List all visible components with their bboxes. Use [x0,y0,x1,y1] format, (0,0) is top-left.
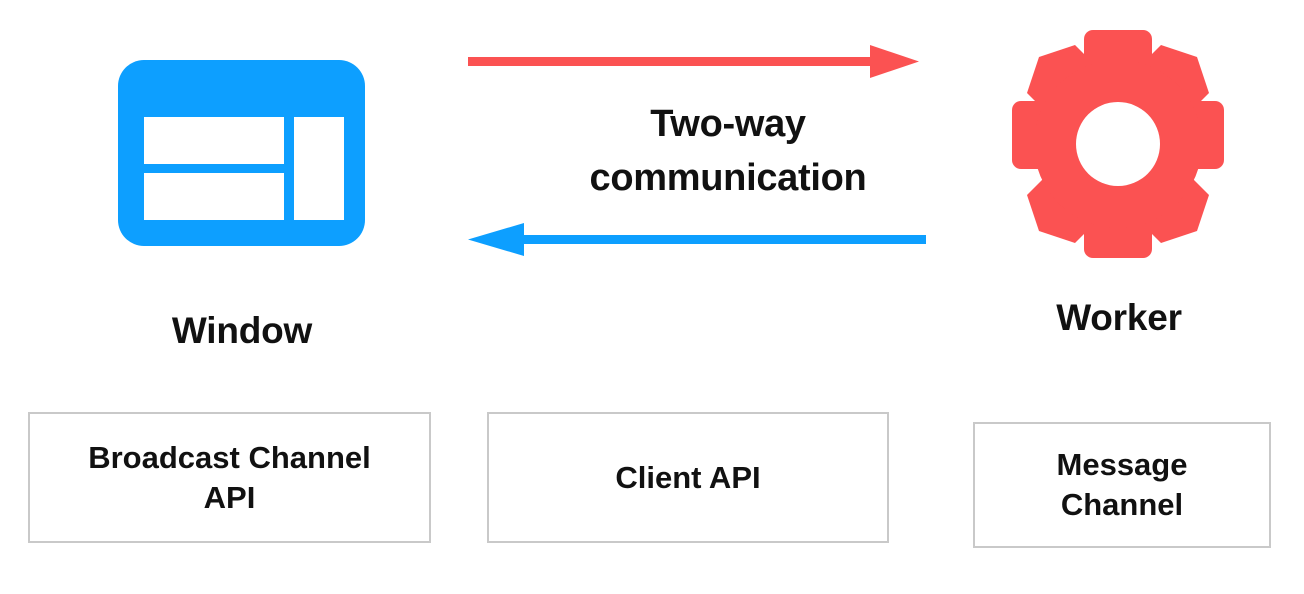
arrow-worker-to-window [462,220,932,260]
browser-window-icon [118,60,365,246]
api-box-message-line-2: Channel [1060,487,1184,522]
caption-line-1: Two-way [650,103,806,145]
window-icon-pane-bottom-left [144,173,284,220]
api-box-message-line-1: Message [1056,447,1188,483]
arrow-window-to-worker [462,42,924,82]
window-icon-pane-top-left [144,117,284,164]
connection-caption: Two-way communication [508,98,948,206]
api-box-broadcast-channel-api: Broadcast Channel API [28,412,431,543]
api-box-client-api-text: Client API [615,458,760,498]
api-box-broadcast-line-1: Broadcast Channel [88,439,371,475]
gear-icon [1008,26,1228,262]
caption-line-2: communication [589,156,867,199]
api-box-client-line-1: Client API [615,459,761,495]
api-box-broadcast-line-2: API [203,479,256,515]
node-label-worker: Worker [1056,297,1182,338]
api-box-message-channel-text: Message Channel [1057,445,1188,524]
api-box-client-api: Client API [487,412,889,543]
api-box-message-channel: Message Channel [973,422,1271,548]
api-box-broadcast-channel-api-text: Broadcast Channel API [88,438,371,517]
node-label-window: Window [171,310,313,351]
window-icon-pane-right [294,117,344,220]
